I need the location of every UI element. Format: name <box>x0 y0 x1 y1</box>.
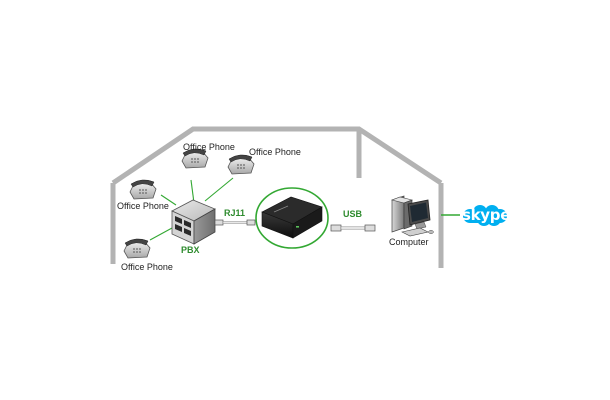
computer-icon <box>390 195 434 237</box>
line-phone-bottom-to-pbx <box>149 227 173 241</box>
pbx-icon <box>171 199 216 245</box>
phone-label: Office Phone <box>183 142 235 152</box>
usb-label: USB <box>343 209 363 219</box>
phone-label: Office Phone <box>249 147 301 157</box>
cable-icon <box>330 224 376 232</box>
rj11-label: RJ11 <box>224 208 246 218</box>
skype-wordmark: skype <box>462 206 511 224</box>
line-phone-top-left-to-pbx <box>190 179 195 204</box>
skype-logo: skype <box>462 205 511 227</box>
line-phone-top-right-to-pbx <box>204 177 234 202</box>
phone-icon <box>181 148 209 169</box>
phone-icon <box>227 154 255 175</box>
gateway-device-icon <box>255 187 329 249</box>
computer-label: Computer <box>389 237 429 247</box>
cable-icon <box>214 219 256 226</box>
line-phone-left-to-pbx <box>160 194 177 206</box>
phone-label: Office Phone <box>121 262 173 272</box>
phone-label: Office Phone <box>117 201 169 211</box>
pbx-label: PBX <box>181 245 200 255</box>
house-outline <box>110 126 444 268</box>
phone-icon <box>123 238 151 259</box>
phone-icon <box>129 179 157 200</box>
